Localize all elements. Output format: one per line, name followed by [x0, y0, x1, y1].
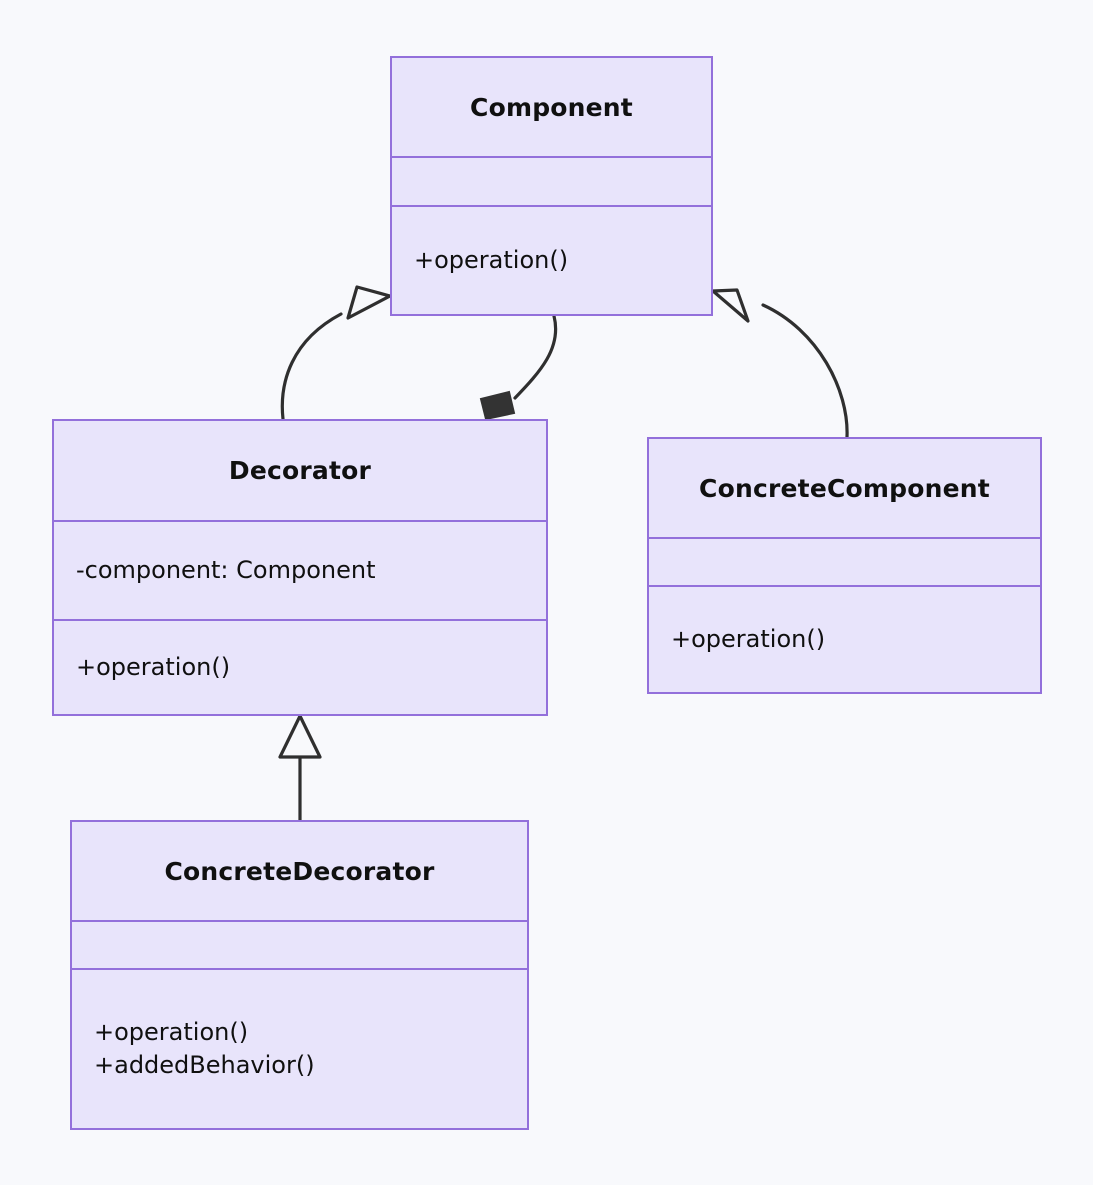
- uml-class-component[interactable]: Component +operation(): [390, 56, 713, 316]
- decorator-operations-compartment: +operation(): [54, 619, 546, 714]
- decorator-name-compartment: Decorator: [54, 421, 546, 520]
- decorator-attributes-compartment: -component: Component: [54, 520, 546, 619]
- filled-diamond-arrowhead: [479, 390, 516, 421]
- uml-class-decorator[interactable]: Decorator -component: Component +operati…: [52, 419, 548, 716]
- concrete-decorator-operation-1: +addedBehavior(): [94, 1051, 315, 1079]
- concrete-component-name-compartment: ConcreteComponent: [649, 439, 1040, 537]
- edge-concrete-decorator-inherits-decorator: [278, 714, 322, 822]
- uml-class-concrete-component[interactable]: ConcreteComponent +operation(): [647, 437, 1042, 694]
- concrete-component-attributes-compartment: [649, 537, 1040, 585]
- component-name-compartment: Component: [392, 58, 711, 156]
- hollow-triangle-arrowhead: [278, 714, 322, 759]
- component-attributes-compartment: [392, 156, 711, 205]
- hollow-triangle-arrowhead: [711, 288, 750, 323]
- uml-class-concrete-decorator[interactable]: ConcreteDecorator +operation() +addedBeh…: [70, 820, 529, 1130]
- concrete-decorator-operation-0: +operation(): [94, 1017, 249, 1046]
- edge-decorator-inherits-component: [280, 285, 392, 421]
- concrete-decorator-name-compartment: ConcreteDecorator: [72, 822, 527, 920]
- decorator-operation-0: +operation(): [76, 652, 231, 681]
- component-operations-compartment: +operation(): [392, 204, 711, 314]
- concrete-decorator-attributes-compartment: [72, 920, 527, 968]
- decorator-class-name: Decorator: [228, 456, 372, 485]
- edge-concrete-component-inherits-component: [711, 288, 849, 439]
- concrete-decorator-class-name: ConcreteDecorator: [164, 856, 435, 886]
- hollow-triangle-arrowhead: [346, 285, 392, 320]
- component-operation-0: +operation(): [414, 245, 569, 274]
- concrete-component-class-name: ConcreteComponent: [699, 473, 990, 503]
- concrete-decorator-operations-compartment: +operation() +addedBehavior(): [72, 968, 527, 1128]
- concrete-component-operations-compartment: +operation(): [649, 585, 1040, 692]
- component-class-name: Component: [470, 92, 633, 122]
- concrete-component-operation-0: +operation(): [671, 624, 826, 653]
- decorator-attribute-0: -component: Component: [76, 555, 376, 584]
- edge-decorator-composes-component: [479, 314, 558, 421]
